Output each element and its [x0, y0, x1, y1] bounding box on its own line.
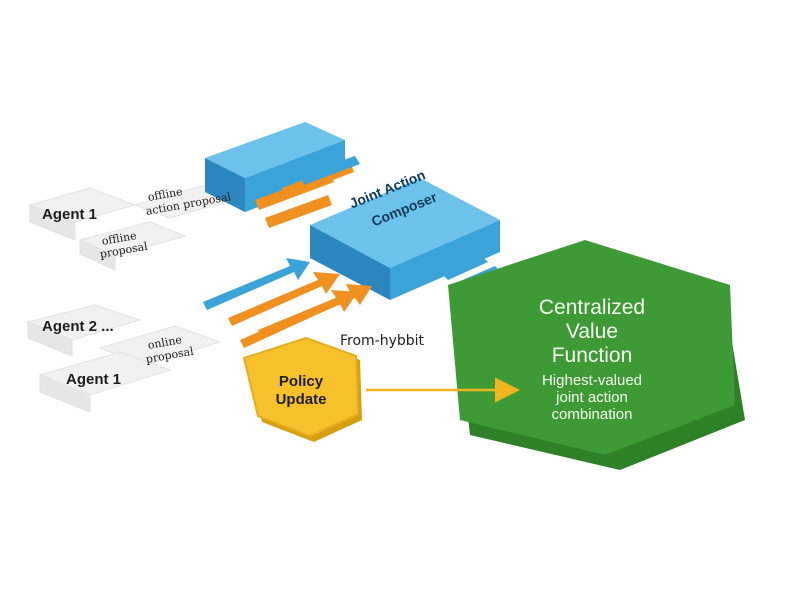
joint-action-composer-block	[310, 178, 500, 300]
policy-line2: Update	[275, 391, 327, 408]
value-title-line1: Centralized	[538, 296, 646, 319]
value-subtitle-line2: joint action	[556, 389, 628, 406]
value-title-line3: Function	[551, 344, 633, 367]
from-label: From-hybbit	[340, 333, 425, 349]
agent-tile-1-side	[29, 204, 76, 241]
value-subtitle-line3: combination	[551, 406, 633, 423]
agent-3-label: Agent 1	[66, 371, 122, 388]
value-subtitle-line1: Highest-valued	[541, 372, 643, 389]
arrows-top	[255, 156, 360, 228]
value-title-line2: Value	[565, 320, 619, 343]
upper-blue-block	[205, 122, 345, 212]
policy-line1: Policy	[278, 373, 324, 390]
policy-update-hexagon	[242, 336, 362, 442]
arrows-lower	[203, 258, 372, 348]
agent-tile-2-side	[27, 321, 73, 357]
agent-1-label: Agent 1	[42, 206, 98, 223]
proposal-tile-1b-side	[79, 239, 116, 271]
agent-tile-3-side	[39, 374, 91, 413]
agent-2-label: Agent 2 ...	[42, 318, 114, 335]
